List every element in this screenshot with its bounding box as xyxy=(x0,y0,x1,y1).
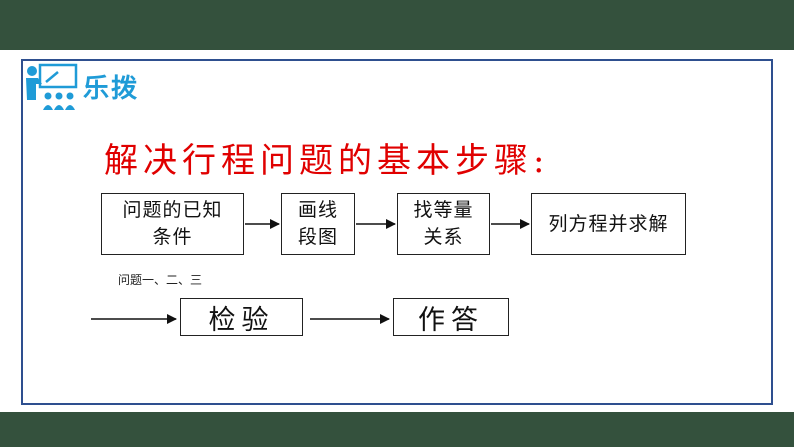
section-title: 乐拨 xyxy=(83,74,140,104)
step-box-draw-diagram: 画线 段图 xyxy=(281,193,355,255)
step-box-check: 检验 xyxy=(180,298,303,336)
step-2-line2: 段图 xyxy=(297,226,338,248)
step-box-find-equal-relation: 找等量 关系 xyxy=(397,193,490,255)
top-band xyxy=(0,0,794,50)
problem-note: 问题一、二、三 xyxy=(118,273,203,287)
step-box-answer: 作答 xyxy=(393,298,509,336)
step-3-line2: 关系 xyxy=(423,226,464,248)
step-1-line1: 问题的已知 xyxy=(122,199,223,221)
step-box-known-conditions: 问题的已知 条件 xyxy=(101,193,244,255)
step-2-line1: 画线 xyxy=(297,199,338,221)
teacher-presentation-icon xyxy=(26,63,78,110)
step-1-line2: 条件 xyxy=(152,226,193,248)
step-4-label: 列方程并求解 xyxy=(548,212,669,235)
bottom-band xyxy=(0,412,794,447)
main-heading: 解决行程问题的基本步骤: xyxy=(104,141,550,181)
step-box-solve-equation: 列方程并求解 xyxy=(531,193,686,255)
step-3-line1: 找等量 xyxy=(413,199,474,221)
answer-label: 作答 xyxy=(418,304,484,336)
check-label: 检验 xyxy=(208,304,275,336)
